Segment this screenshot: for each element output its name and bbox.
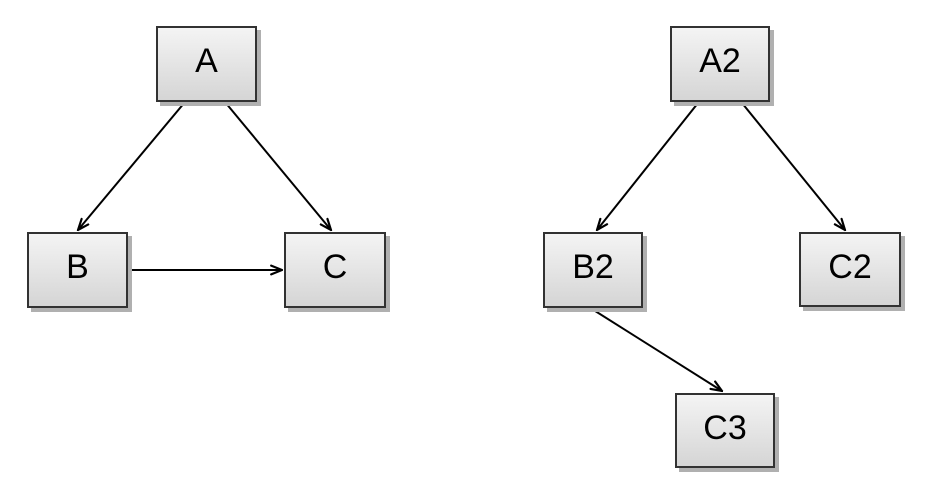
node-B[interactable]: B: [27, 232, 128, 308]
node-C[interactable]: C: [284, 232, 386, 308]
edge-A2-C2[interactable]: [741, 102, 845, 230]
node-A2[interactable]: A2: [670, 26, 770, 102]
edge-A2-B2[interactable]: [597, 102, 699, 230]
node-C2[interactable]: C2: [799, 232, 901, 307]
node-B2[interactable]: B2: [543, 232, 643, 308]
edge-A-B[interactable]: [78, 101, 186, 230]
node-A2-label: A2: [699, 42, 741, 80]
node-C2-label: C2: [828, 247, 872, 286]
node-B-label: B: [66, 248, 89, 286]
node-C-label: C: [322, 248, 348, 286]
edge-A-C[interactable]: [224, 101, 331, 230]
node-B2-label: B2: [572, 248, 614, 286]
node-C3-label: C3: [703, 408, 747, 447]
node-C3[interactable]: C3: [675, 393, 775, 468]
node-A-label: A: [195, 42, 218, 80]
edge-B2-C3[interactable]: [591, 308, 722, 391]
node-A[interactable]: A: [156, 26, 257, 102]
